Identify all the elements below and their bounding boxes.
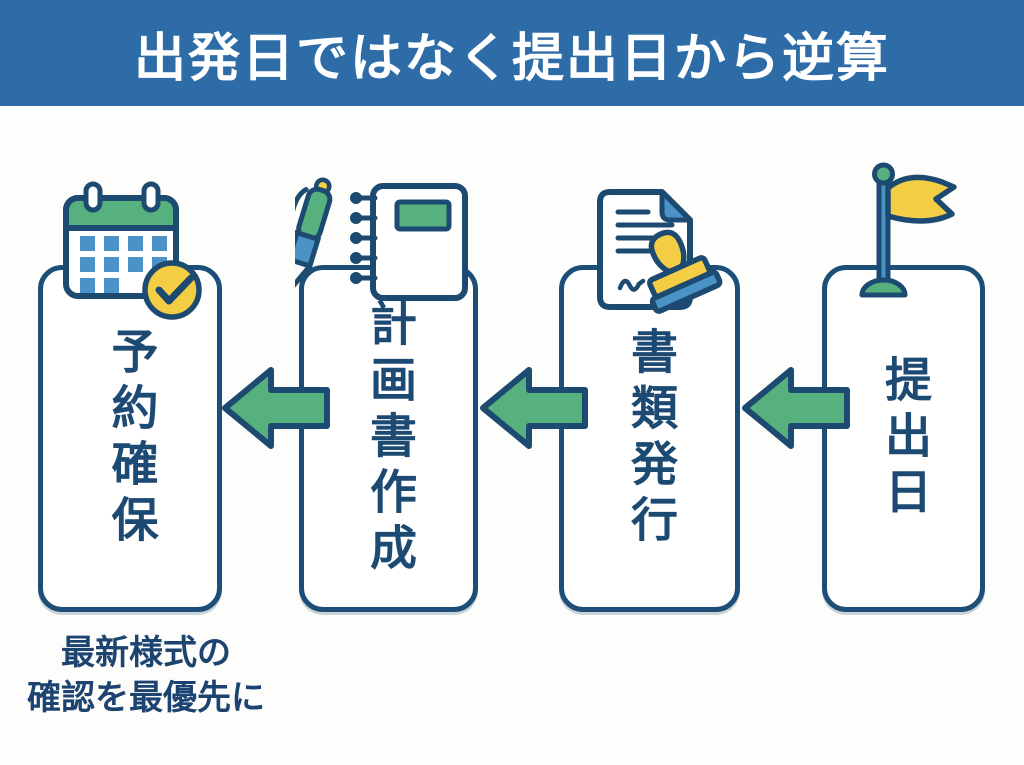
calendar-check-icon <box>63 181 202 320</box>
step-box-reservation: 予約確保 <box>38 265 222 612</box>
step-box-submission-date: 提出日 <box>822 265 985 612</box>
title-bar: 出発日ではなく提出日から逆算 <box>0 0 1024 106</box>
caption-line-1: 最新様式の <box>61 633 231 673</box>
caption-line-2: 確認を最優先に <box>27 677 265 718</box>
step-label-submission-date: 提出日 <box>876 354 931 523</box>
step-label-reservation: 予約確保 <box>102 326 158 551</box>
document-stamp-icon <box>597 189 723 314</box>
caption: 最新様式の 確認を最優先に <box>18 631 274 721</box>
step-label-document-issue: 書類発行 <box>622 326 677 551</box>
pen-notebook-icon <box>295 177 468 301</box>
flow-arrow-left-icon <box>742 367 850 449</box>
flow-arrow-left-icon <box>222 367 330 449</box>
step-label-plan-document: 計画書作成 <box>361 298 416 579</box>
step-box-document-issue: 書類発行 <box>559 265 740 612</box>
flow-arrow-left-icon <box>480 367 588 449</box>
page-title: 出発日ではなく提出日から逆算 <box>133 28 890 89</box>
flag-icon <box>859 162 957 298</box>
step-box-plan-document: 計画書作成 <box>299 265 478 612</box>
